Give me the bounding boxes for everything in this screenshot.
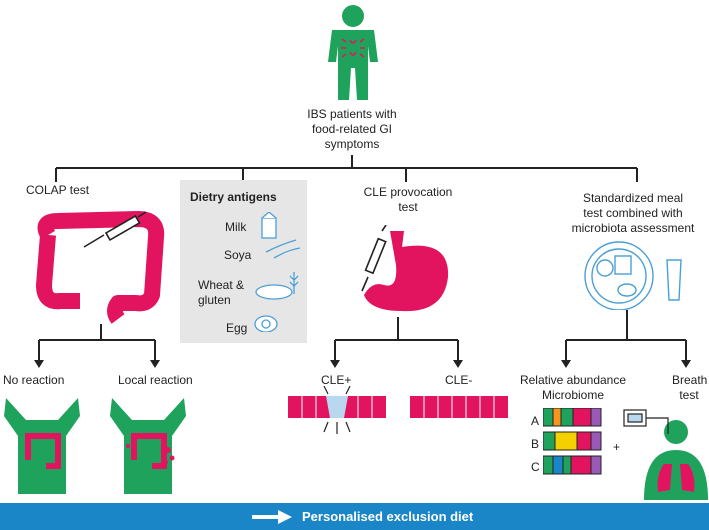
colap-outcome-local-reaction: Local reaction bbox=[118, 373, 193, 387]
microbiome-bar-b bbox=[543, 431, 602, 451]
top-title: IBS patients with food-related GI sympto… bbox=[292, 107, 412, 152]
cle-outcome-negative: CLE- bbox=[445, 373, 473, 387]
plus-sign: + bbox=[613, 440, 621, 454]
antigen-label-wheat-line: gluten bbox=[198, 293, 231, 307]
bread-wheat-icon bbox=[255, 284, 293, 300]
cle-title-line: test bbox=[398, 200, 418, 214]
colon-syringe-icon bbox=[36, 211, 165, 324]
milk-carton-icon bbox=[261, 217, 277, 239]
colap-outcome-no-reaction: No reaction bbox=[3, 373, 65, 387]
microbiome-bar-c bbox=[543, 455, 602, 475]
sample-label-c: C bbox=[531, 460, 540, 474]
meal-title-line: test combined with bbox=[583, 206, 683, 220]
soy-pods-icon bbox=[265, 239, 301, 259]
antigen-label-milk: Milk bbox=[225, 220, 247, 234]
breath-test-label-line: Breath bbox=[672, 373, 708, 387]
footer-text: Personalised exclusion diet bbox=[302, 509, 474, 524]
breath-test-label: Breath test bbox=[672, 373, 708, 403]
stomach-syringe-icon bbox=[361, 225, 449, 312]
top-title-line: IBS patients with bbox=[307, 107, 397, 121]
microbiome-bar-a bbox=[543, 408, 602, 427]
breath-test-person-icon bbox=[623, 409, 708, 500]
arrow-right-icon bbox=[252, 510, 292, 524]
top-title-line: symptoms bbox=[324, 137, 380, 151]
epithelium-cle-positive-icon bbox=[288, 386, 386, 434]
antigens-title: Dietry antigens bbox=[190, 190, 277, 204]
antigen-label-wheat-line: Wheat & bbox=[198, 278, 245, 292]
meal-title-line: Standardized meal bbox=[582, 191, 684, 205]
epithelium-cle-negative-icon bbox=[410, 396, 508, 418]
meal-plate-icon bbox=[584, 241, 682, 310]
breath-test-label-line: test bbox=[679, 388, 699, 402]
top-title-line: food-related GI bbox=[311, 122, 393, 136]
dietary-antigens-box bbox=[180, 180, 307, 343]
meal-title-line: microbiota assessment bbox=[571, 221, 695, 235]
microbiome-label-line: Relative abundance bbox=[519, 373, 627, 387]
microbiome-label: Relative abundance Microbiome bbox=[511, 373, 635, 403]
microbiome-label-line: Microbiome bbox=[541, 388, 604, 402]
antigen-icons bbox=[254, 212, 301, 332]
torso-colon-no-reaction-icon bbox=[4, 398, 80, 494]
cle-outcome-positive: CLE+ bbox=[321, 373, 352, 387]
patient-figure-icon bbox=[328, 5, 378, 100]
antigen-label-egg: Egg bbox=[226, 321, 248, 335]
meal-title: Standardized meal test combined with mic… bbox=[558, 191, 708, 236]
antigen-label-soya: Soya bbox=[224, 248, 252, 262]
microbiome-bars bbox=[543, 408, 602, 475]
cle-title: CLE provocation test bbox=[356, 185, 460, 215]
torso-colon-local-reaction-icon bbox=[110, 398, 186, 494]
cle-title-line: CLE provocation bbox=[363, 185, 453, 199]
antigen-label-wheat: Wheat & gluten bbox=[198, 278, 244, 308]
sample-label-b: B bbox=[531, 437, 540, 451]
footer-banner bbox=[0, 503, 709, 530]
colap-title: COLAP test bbox=[26, 183, 90, 197]
sample-label-a: A bbox=[531, 414, 540, 428]
